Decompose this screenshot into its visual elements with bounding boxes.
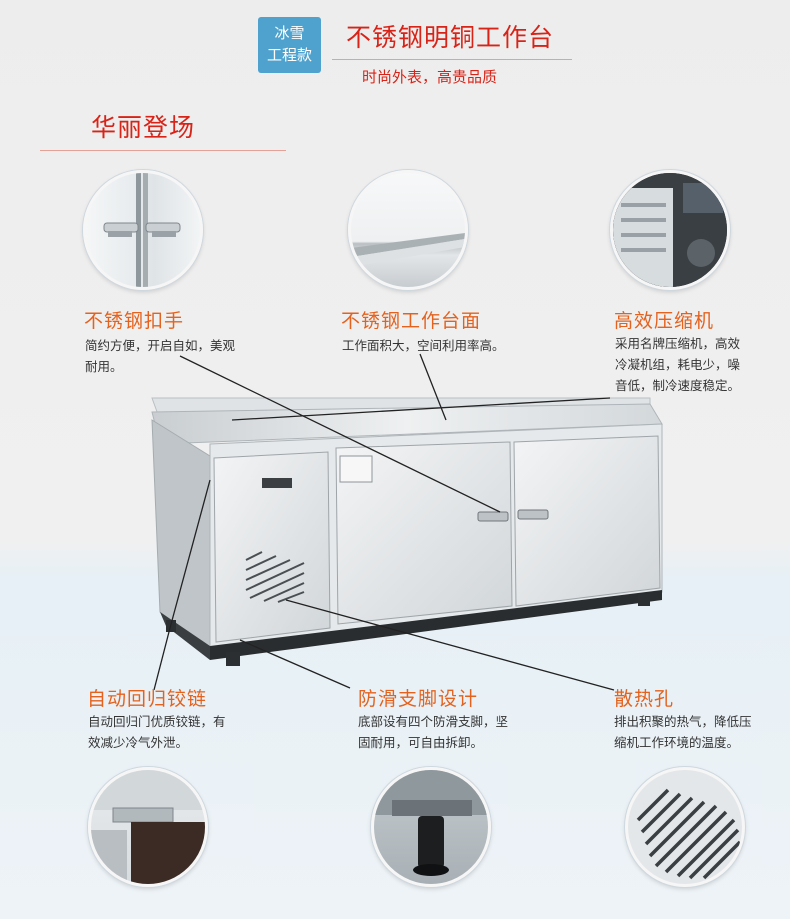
compressor-feature-title: 高效压缩机 bbox=[614, 310, 715, 332]
vent-desc-line-2: 缩机工作环境的温度。 bbox=[614, 735, 740, 750]
compressor-desc-line-2: 冷凝机组，耗电少，噪 bbox=[615, 357, 741, 372]
vent-feature-title: 散热孔 bbox=[614, 688, 675, 710]
compressor-desc-line-3: 音低，制冷速度稳定。 bbox=[615, 378, 741, 393]
handle-detail-photo bbox=[83, 170, 203, 290]
foot-detail-photo bbox=[371, 767, 491, 887]
section-underline bbox=[40, 150, 286, 151]
handle-desc-line-2: 耐用。 bbox=[85, 359, 123, 374]
hinge-feature-desc: 自动回归门优质铰链，有 效减少冷气外泄。 bbox=[88, 711, 226, 753]
vent-detail-photo bbox=[625, 767, 745, 887]
handle-feature-desc: 简约方便，开启自如，美观 耐用。 bbox=[85, 335, 235, 377]
hinge-detail-photo bbox=[88, 767, 208, 887]
page-subtitle: 时尚外表，高贵品质 bbox=[362, 68, 498, 86]
feet-feature-desc: 底部设有四个防滑支脚，坚 固耐用，可自由拆卸。 bbox=[358, 711, 508, 753]
compressor-feature-desc: 采用名牌压缩机，高效 冷凝机组，耗电少，噪 音低，制冷速度稳定。 bbox=[615, 333, 740, 396]
hinge-desc-line-2: 效减少冷气外泄。 bbox=[88, 735, 189, 750]
worktop-feature-desc: 工作面积大，空间利用率高。 bbox=[342, 335, 505, 356]
page-title: 不锈钢明铜工作台 bbox=[346, 23, 555, 52]
vent-feature-desc: 排出积聚的热气，降低压 缩机工作环境的温度。 bbox=[614, 711, 752, 753]
brand-badge: 冰雪 工程款 bbox=[258, 17, 321, 73]
handle-feature-title: 不锈钢扣手 bbox=[84, 310, 185, 332]
badge-line-2: 工程款 bbox=[266, 46, 312, 64]
hinge-desc-line-1: 自动回归门优质铰链，有 bbox=[88, 714, 226, 729]
feet-desc-line-2: 固耐用，可自由拆卸。 bbox=[358, 735, 484, 750]
feet-feature-title: 防滑支脚设计 bbox=[358, 688, 479, 710]
handle-desc-line-1: 简约方便，开启自如，美观 bbox=[85, 338, 236, 353]
feet-desc-line-1: 底部设有四个防滑支脚，坚 bbox=[358, 714, 509, 729]
badge-line-1: 冰雪 bbox=[274, 24, 305, 42]
worktop-feature-title: 不锈钢工作台面 bbox=[341, 310, 482, 332]
worktop-desc-line-1: 工作面积大，空间利用率高。 bbox=[342, 338, 505, 353]
compressor-desc-line-1: 采用名牌压缩机，高效 bbox=[615, 336, 741, 351]
hinge-feature-title: 自动回归铰链 bbox=[87, 688, 208, 710]
worktop-detail-photo bbox=[348, 170, 468, 290]
title-underline bbox=[332, 59, 572, 60]
section-title: 华丽登场 bbox=[91, 113, 196, 142]
vent-desc-line-1: 排出积聚的热气，降低压 bbox=[614, 714, 752, 729]
